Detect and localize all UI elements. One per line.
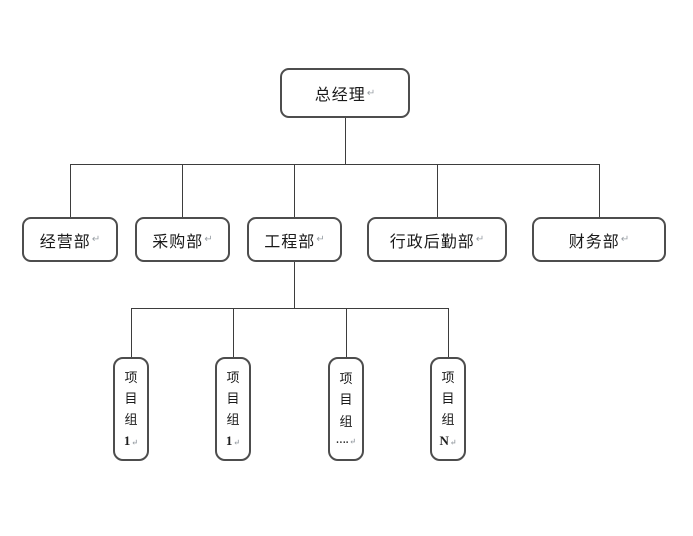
- paragraph-mark-icon: ↵: [91, 234, 101, 245]
- project-group-char: 组: [339, 413, 353, 429]
- connector-drop-dept-2: [182, 164, 183, 217]
- project-group-char: 目: [124, 391, 138, 406]
- project-group-number: 1↵: [225, 433, 241, 448]
- paragraph-mark-icon: ↵: [316, 234, 325, 245]
- paragraph-mark-icon: ↵: [131, 438, 139, 447]
- node-project-group-n[interactable]: 项 目 组 N↵: [430, 357, 466, 461]
- node-dept-finance-label: 财务部: [568, 233, 620, 251]
- paragraph-mark-icon: ↵: [366, 87, 376, 99]
- paragraph-mark-icon: ↵: [233, 438, 241, 447]
- connector-engineering-down: [294, 262, 295, 308]
- node-dept-finance[interactable]: 财务部↵: [532, 217, 666, 262]
- connector-drop-project-3: [346, 308, 347, 357]
- node-dept-admin-logistics[interactable]: 行政后勤部↵: [367, 217, 507, 262]
- connector-level2-horizontal: [131, 308, 449, 309]
- paragraph-mark-icon: ↵: [475, 234, 485, 245]
- connector-drop-project-1: [131, 308, 132, 357]
- paragraph-mark-icon: ↵: [449, 438, 457, 447]
- node-dept-purchasing[interactable]: 采购部↵: [135, 217, 230, 262]
- node-project-group-2[interactable]: 项 目 组 1↵: [215, 357, 251, 461]
- node-dept-operations[interactable]: 经营部↵: [22, 217, 118, 262]
- node-project-group-ellipsis[interactable]: 项 目 组 ….↵: [328, 357, 364, 461]
- node-dept-engineering-label: 工程部: [264, 233, 316, 251]
- project-group-char: 组: [124, 412, 138, 427]
- project-group-number: 1↵: [123, 433, 139, 448]
- project-group-char: 项: [441, 370, 455, 385]
- paragraph-mark-icon: ↵: [204, 234, 213, 245]
- paragraph-mark-icon: ↵: [349, 437, 357, 447]
- project-group-char: 组: [441, 412, 455, 427]
- project-group-char: 组: [226, 412, 240, 427]
- paragraph-mark-icon: ↵: [620, 234, 630, 245]
- project-group-char: 目: [226, 391, 240, 406]
- project-group-char: 项: [339, 370, 353, 386]
- node-dept-admin-logistics-label: 行政后勤部: [389, 233, 475, 251]
- node-dept-engineering[interactable]: 工程部↵: [247, 217, 342, 262]
- connector-drop-dept-3: [294, 164, 295, 217]
- project-group-char: 目: [441, 391, 455, 406]
- node-dept-operations-label: 经营部: [39, 233, 91, 251]
- project-group-number: ….↵: [335, 435, 357, 447]
- node-project-group-1[interactable]: 项 目 组 1↵: [113, 357, 149, 461]
- connector-drop-project-4: [448, 308, 449, 357]
- connector-drop-dept-1: [70, 164, 71, 217]
- project-group-number: N↵: [439, 433, 457, 448]
- project-group-char: 项: [124, 370, 138, 385]
- node-dept-purchasing-label: 采购部: [152, 233, 204, 251]
- connector-level1-horizontal: [70, 164, 600, 165]
- connector-drop-project-2: [233, 308, 234, 357]
- connector-drop-dept-4: [437, 164, 438, 217]
- project-group-char: 项: [226, 370, 240, 385]
- connector-root-down: [345, 118, 346, 164]
- node-general-manager[interactable]: 总经理↵: [280, 68, 410, 118]
- node-general-manager-label: 总经理: [314, 87, 366, 104]
- connector-drop-dept-5: [599, 164, 600, 217]
- project-group-char: 目: [339, 392, 353, 408]
